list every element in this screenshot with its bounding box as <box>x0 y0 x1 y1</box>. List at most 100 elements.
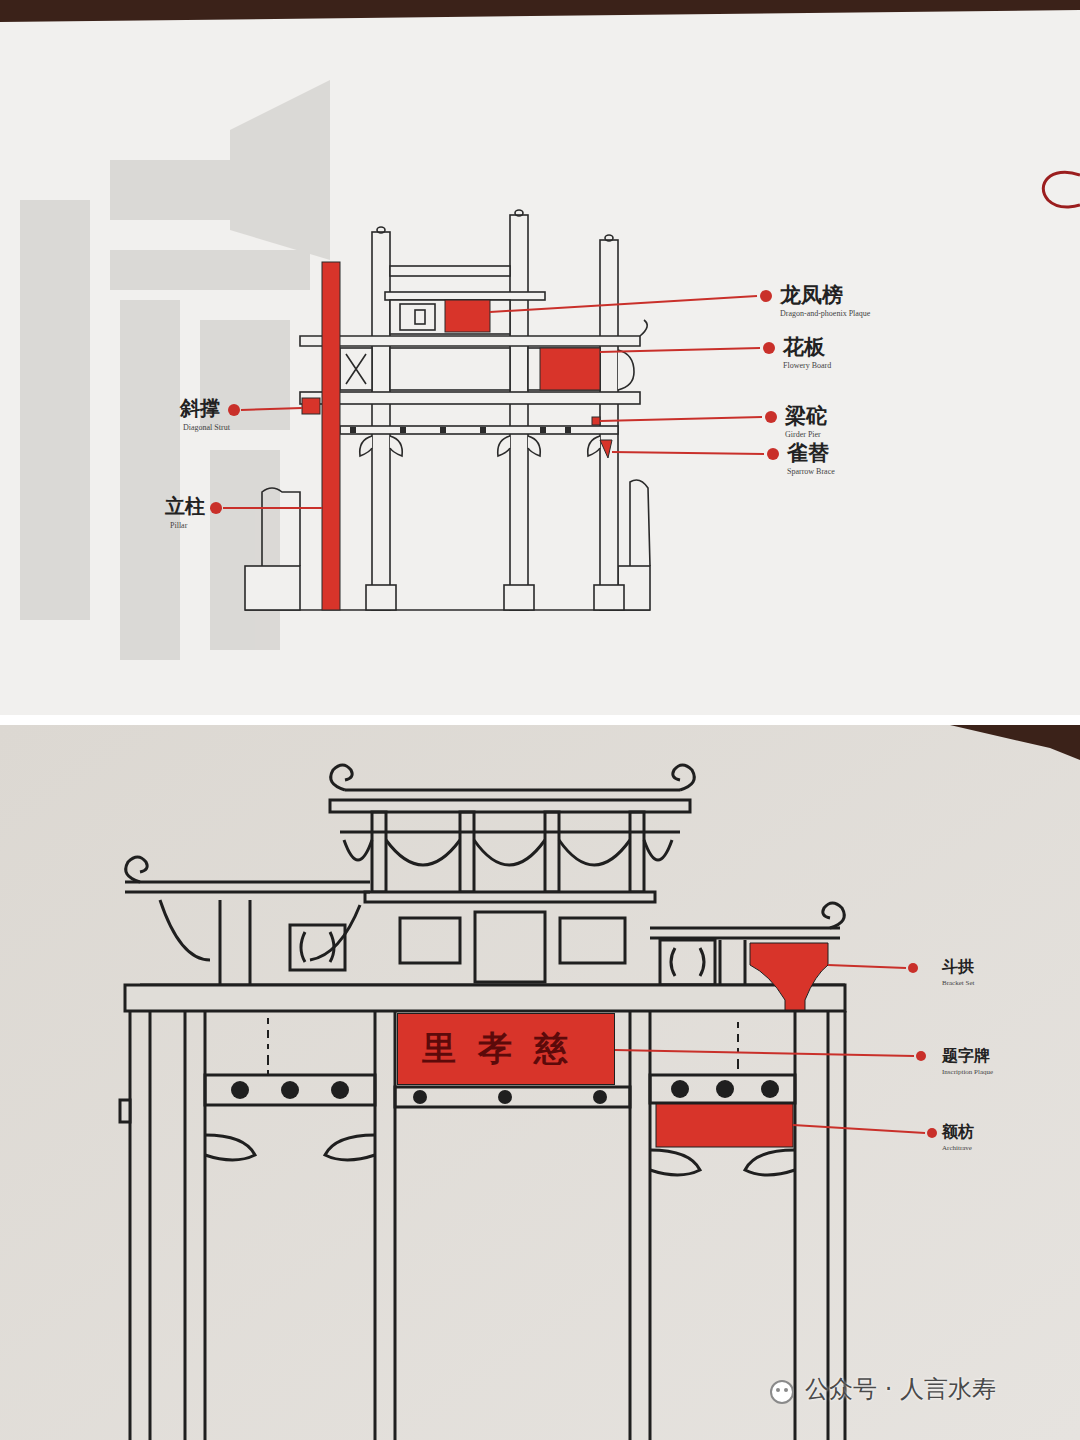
archway-top-part <box>600 240 618 610</box>
archway-bottom-part <box>325 1135 375 1160</box>
leader-dots-top-part <box>765 411 777 423</box>
upper-brackets-part <box>460 812 474 892</box>
faded-photo <box>20 80 330 660</box>
archway-top-part <box>360 436 372 456</box>
archway-top-part <box>300 392 640 404</box>
archway-top-part <box>350 427 571 433</box>
part-name: 雀替 <box>787 441 829 465</box>
upper-brackets-part <box>630 812 644 892</box>
bracket-highlight <box>750 943 828 1010</box>
archway-bottom-part <box>475 912 545 982</box>
archway-bottom-part <box>330 800 690 812</box>
pillar-highlight <box>322 262 340 610</box>
archway-bottom-part <box>650 1075 795 1103</box>
part-name-english: Inscription Plaque <box>942 1068 993 1076</box>
inscription-plaque: 慈孝里 <box>397 1013 615 1085</box>
wechat-icon-part <box>776 1388 780 1392</box>
archway-bottom-part <box>205 1135 255 1160</box>
part-name-english: Flowery Board <box>783 361 831 370</box>
archway-top-part-part <box>350 427 356 433</box>
part-name: 题字牌 <box>942 1047 990 1065</box>
leader-lines-top-part <box>223 507 322 509</box>
archway-bottom-part <box>823 903 844 928</box>
archway-top-part <box>390 348 510 390</box>
brace-highlight <box>600 440 612 458</box>
archway-top-part-part <box>540 427 546 433</box>
archway-bottom-part <box>126 857 147 882</box>
leader-dots-bottom <box>908 963 937 1138</box>
archway-top-part <box>588 436 600 456</box>
archway-bottom-part <box>673 765 694 790</box>
archway-top-part <box>340 348 372 390</box>
highlight-bottom <box>656 943 828 1147</box>
wechat-icon <box>771 1381 793 1403</box>
upper-brackets-part <box>344 840 372 860</box>
ceiling <box>0 0 1080 22</box>
archway-bottom-part-part <box>671 1080 689 1098</box>
upper-brackets-part <box>545 812 559 892</box>
archway-top-part <box>510 215 528 610</box>
part-name: 花板 <box>783 335 825 359</box>
part-name-english: Architrave <box>942 1144 972 1152</box>
archway-bottom-part <box>671 948 704 976</box>
part-name-english: Bracket Set <box>942 979 974 987</box>
archway-top-part <box>390 266 510 276</box>
upper-brackets-part <box>474 840 545 865</box>
archway-top-part <box>594 585 624 610</box>
archway-bottom-part <box>375 1011 650 1440</box>
archway-top-part <box>340 426 618 434</box>
archway-top-part <box>372 232 390 610</box>
archway-bottom-part <box>745 1150 795 1175</box>
upper-brackets-part <box>644 840 672 860</box>
upper-brackets-part <box>340 831 680 834</box>
archway-top-part <box>528 436 540 456</box>
faded-photo-part <box>20 200 90 620</box>
archway-bottom-part <box>267 1018 269 1074</box>
part-name-english: Girder Pier <box>785 430 821 439</box>
upper-brackets <box>340 812 680 892</box>
archway-bottom-part-part <box>331 1081 349 1099</box>
faded-photo-part <box>230 80 330 260</box>
leader-lines-top-part <box>600 417 762 421</box>
leader-dots-bottom-part <box>927 1128 937 1138</box>
part-name-english: Sparrow Brace <box>787 467 835 476</box>
archway-top-part-part <box>400 427 406 433</box>
archway-top-part <box>377 227 385 233</box>
strut-highlight <box>302 398 320 414</box>
leader-lines-top-part <box>490 296 757 312</box>
leader-dots-top-part <box>767 448 779 460</box>
archway-bottom-part <box>120 1100 130 1122</box>
archway-bottom-part <box>660 940 715 985</box>
leader-dots-top-part <box>228 404 240 416</box>
watermark: 公众号 · 人言水寿 <box>805 1376 996 1404</box>
archway-bottom-part <box>650 928 840 938</box>
archway-bottom-part <box>737 1022 739 1069</box>
wall <box>0 725 1080 1440</box>
archway-bottom-part <box>160 900 360 960</box>
archway-top-part <box>618 350 634 390</box>
leader-dots-top <box>210 290 779 514</box>
archway-top-part <box>640 320 647 336</box>
faded-photo-part <box>120 300 180 660</box>
archway-top-part <box>390 300 510 334</box>
leader-lines-top <box>223 296 764 508</box>
part-name-english: Pillar <box>170 521 187 530</box>
archway-top-part <box>605 235 613 241</box>
archway-bottom-part <box>650 1150 700 1175</box>
archway-bottom-part-part <box>593 1090 607 1104</box>
archway-top-part-part <box>565 427 571 433</box>
wall <box>0 0 1080 715</box>
pier-highlight <box>592 417 600 425</box>
plaque-inscription: 慈孝里 <box>422 1026 590 1072</box>
upper-brackets-part <box>386 840 460 865</box>
archway-bottom-part-part <box>281 1081 299 1099</box>
archway-bottom <box>120 765 845 1440</box>
archway-bottom-part-part <box>761 1080 779 1098</box>
architrave-highlight <box>656 1104 793 1147</box>
part-name-english: Dragon-and-phoenix Plaque <box>780 309 870 318</box>
archway-top-part <box>300 336 640 346</box>
wechat-icon-part <box>784 1388 788 1392</box>
plaque-highlight <box>445 300 490 332</box>
separator <box>0 715 1080 725</box>
part-name: 梁砣 <box>785 404 827 428</box>
